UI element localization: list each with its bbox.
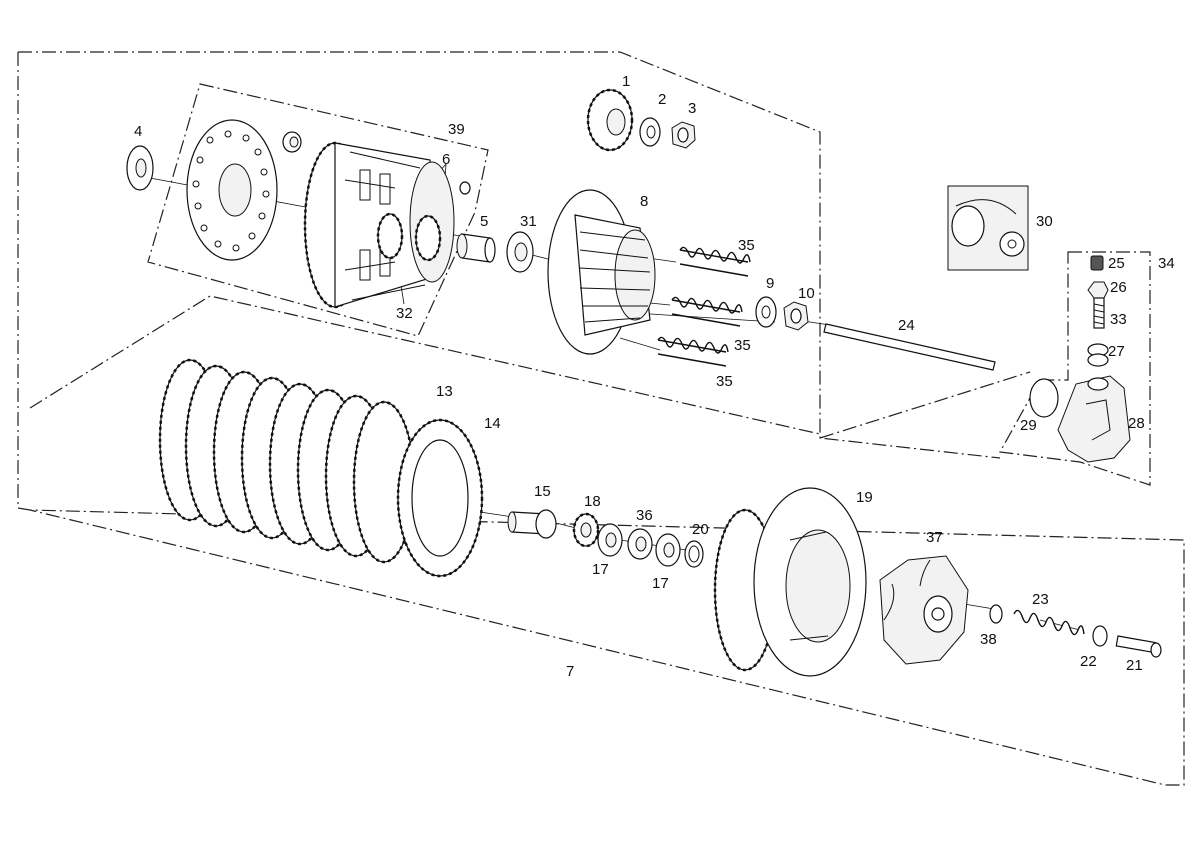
label-29: 29: [1020, 417, 1037, 434]
small-bushing: [282, 131, 302, 153]
label-37: 37: [926, 529, 943, 546]
part-17-washer-2: [655, 533, 681, 567]
label-28: 28: [1128, 415, 1145, 432]
basket-back-plate: [186, 119, 278, 261]
part-29-o-ring: [1029, 378, 1059, 418]
label-14: 14: [484, 415, 501, 432]
part-35-spring-top: [679, 246, 751, 277]
part-36-washer: [627, 528, 653, 560]
label-10: 10: [798, 285, 815, 302]
label-1: 1: [622, 73, 630, 90]
callout-labels: 1 2 3 4 5 6 7 8 9 10 13 14 15 17 17 18 1…: [134, 73, 1175, 680]
part-23-spring: [1013, 609, 1085, 636]
label-35a: 35: [738, 237, 755, 254]
part-26-bleed-screw: [1087, 281, 1109, 299]
part-9-lock-washer: [755, 296, 777, 328]
part-3-nut: [671, 121, 696, 149]
part-20-circlip: [684, 540, 704, 568]
outline-slave-group: [999, 251, 1151, 486]
label-27: 27: [1108, 343, 1125, 360]
label-25: 25: [1108, 255, 1125, 272]
part-37-pressure-disc: [879, 555, 969, 665]
label-33: 33: [1110, 311, 1127, 328]
part-4-thrust-washer: [126, 145, 154, 191]
label-18: 18: [584, 493, 601, 510]
part-10-nut: [783, 301, 809, 331]
part-17-washer-1: [597, 523, 623, 557]
part-22-washer: [1092, 625, 1108, 647]
part-31-washer: [506, 231, 534, 273]
label-26: 26: [1110, 279, 1127, 296]
part-6-needle-bearings: [376, 212, 442, 262]
label-36: 36: [636, 507, 653, 524]
part-15-bushing: [507, 509, 557, 539]
label-2: 2: [658, 91, 666, 108]
label-30: 30: [1036, 213, 1053, 230]
part-19-outer-drum: [713, 487, 867, 677]
label-8: 8: [640, 193, 648, 210]
label-21: 21: [1126, 657, 1143, 674]
part-25-cap: [1090, 255, 1104, 271]
label-35c: 35: [716, 373, 733, 390]
part-2-lock-washer: [639, 117, 661, 147]
label-7: 7: [566, 663, 574, 680]
part-8-clutch-hub: [547, 189, 656, 355]
label-13: 13: [436, 383, 453, 400]
label-39: 39: [448, 121, 465, 138]
part-5-sleeve: [456, 233, 496, 263]
label-35b: 35: [734, 337, 751, 354]
label-6: 6: [442, 151, 450, 168]
part-35-spring-middle: [671, 296, 743, 327]
label-38: 38: [980, 631, 997, 648]
part-28-slave-cylinder: [1057, 375, 1131, 463]
label-19: 19: [856, 489, 873, 506]
outline-basket-group: [147, 83, 489, 337]
part-13-friction-plates: [158, 358, 416, 564]
part-27-o-ring: [1087, 343, 1109, 367]
label-15: 15: [534, 483, 551, 500]
outline-main-group: [17, 51, 1185, 786]
label-31: 31: [520, 213, 537, 230]
part-14-steel-plate: [396, 418, 484, 578]
label-34: 34: [1158, 255, 1175, 272]
part-30-gasket-kit: [947, 185, 1029, 271]
part-38-washer: [989, 604, 1003, 624]
part-18-needle-bearing: [572, 512, 600, 548]
label-17a: 17: [592, 561, 609, 578]
label-23: 23: [1032, 591, 1049, 608]
part-21-screw: [1115, 635, 1162, 658]
label-22: 22: [1080, 653, 1097, 670]
label-32: 32: [396, 305, 413, 322]
part-33-bolt: [1093, 297, 1105, 329]
outline-plates-group: [29, 295, 821, 435]
label-17b: 17: [652, 575, 669, 592]
label-3: 3: [688, 100, 696, 117]
part-35-spring-bottom: [657, 336, 729, 367]
label-5: 5: [480, 213, 488, 230]
label-4: 4: [134, 123, 142, 140]
part-24-push-rod: [823, 323, 996, 371]
label-20: 20: [692, 521, 709, 538]
label-24: 24: [898, 317, 915, 334]
part-1-gear: [586, 88, 634, 152]
label-9: 9: [766, 275, 774, 292]
